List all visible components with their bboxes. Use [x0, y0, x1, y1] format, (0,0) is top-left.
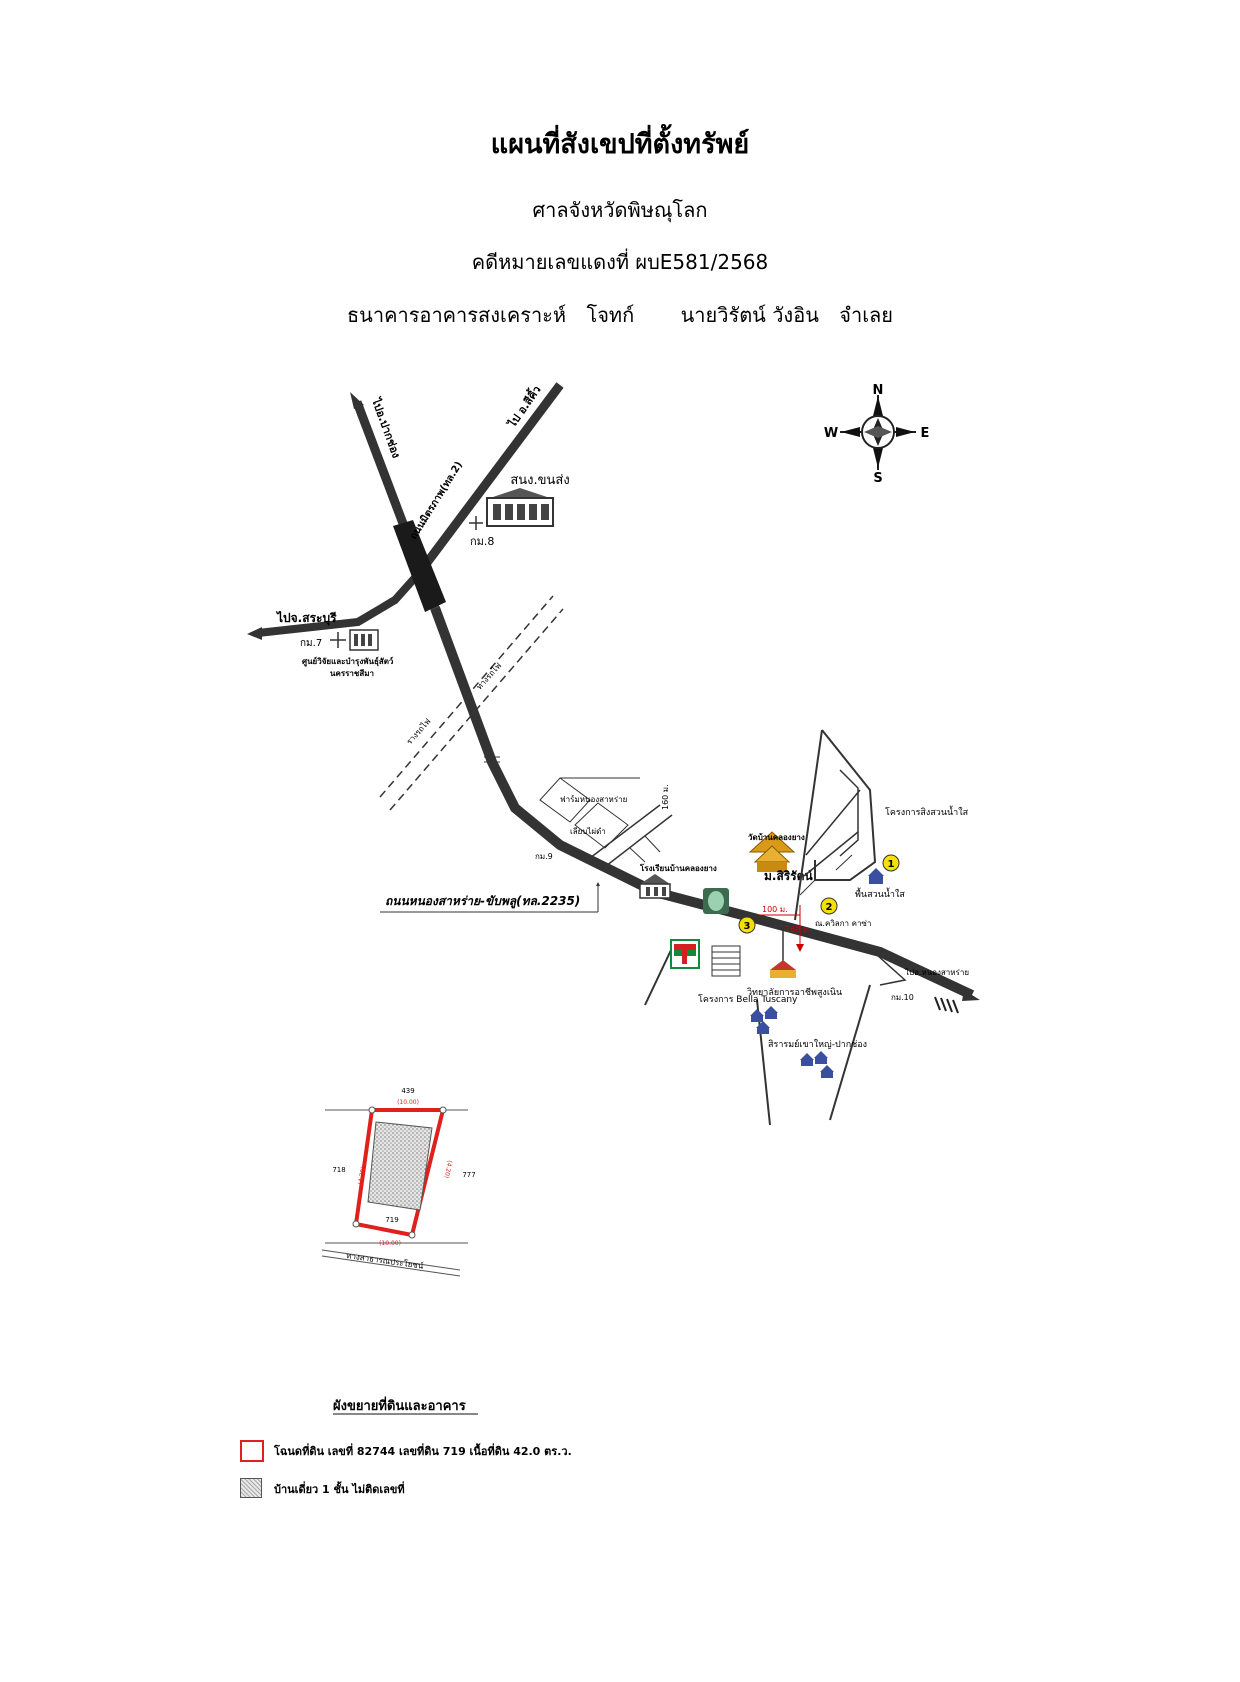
- garden-label: พื้นสวนน้ำใส: [855, 887, 905, 900]
- school-icon: [639, 874, 671, 899]
- marker-3-label: 3: [744, 921, 751, 932]
- dotted-house-swatch: [240, 1478, 262, 1498]
- school-side-road: [589, 804, 673, 867]
- research-center-label-2: นครราชสีมา: [330, 668, 374, 678]
- to-saraburi-label: ไปจ.สระบุรี: [275, 610, 337, 626]
- km8-label: กม.8: [470, 535, 494, 548]
- bella-houses-icon: [750, 1006, 778, 1034]
- km10-label: กม.10: [891, 993, 914, 1002]
- main-roads: [247, 382, 980, 1001]
- marker-1-icon: 1: [882, 854, 900, 872]
- marker-1-label: 1: [888, 859, 895, 870]
- plot-dim-right: (4.20): [443, 1160, 453, 1179]
- case-number: คดีหมายเลขแดงที่ ผบE581/2568: [471, 250, 769, 274]
- siri-houses-icon: [800, 1051, 834, 1078]
- plot-right-number: 777: [462, 1171, 475, 1179]
- defendant-name: นายวิรัตน์ วังอิน: [680, 303, 819, 327]
- marker-2-icon: 2: [820, 897, 838, 915]
- km7-label: กม.7: [300, 638, 322, 649]
- road-2235-label: ถนนหนองสาหร่าย-ขับพลู(ทล.2235): [385, 894, 580, 909]
- plot-lot-number: 719: [385, 1216, 398, 1224]
- parties-line: ธนาคารอาคารสงเคราะห์ โจทก์ นายวิรัตน์ วั…: [0, 299, 1240, 331]
- page-title: แผนที่สังเขปที่ตั้งทรัพย์: [490, 129, 750, 160]
- transport-office-label: สนง.ขนส่ง: [510, 473, 569, 488]
- school-label: โรงเรียนบ้านคลองยาง: [639, 863, 717, 873]
- plot-road-label: ทางสาธารณประโยชน์: [346, 1250, 425, 1271]
- plot-diagram: [321, 1106, 468, 1277]
- court-name: ศาลจังหวัดพิษณุโลก: [532, 198, 708, 222]
- compass-west: W: [824, 426, 838, 441]
- km7-marker-icon: [330, 632, 346, 648]
- plot-left-number: 718: [332, 1166, 345, 1174]
- bella-label: โครงการ Bella Tuscany: [698, 994, 798, 1005]
- defendant-role: จำเลย: [839, 303, 894, 327]
- factory-plot: [539, 777, 640, 849]
- temple-label: วัดบ้านคลองยาง: [748, 832, 805, 842]
- university-label: ม.สิริรัตน์: [764, 869, 813, 883]
- legend-item-deed-text: โฉนดที่ดิน เลขที่ 82744 เลขที่ดิน 719 เน…: [274, 1445, 572, 1458]
- plot-top-number: 439: [401, 1087, 414, 1095]
- dist-160-label: 160 ม.: [785, 925, 811, 934]
- namsai-project-roads: [794, 729, 877, 921]
- rail-crossing-hatch: [934, 996, 959, 1014]
- college-label: วิทยาลัยการอาชีพสูงเนิน: [747, 987, 842, 998]
- red-boundary-swatch: [240, 1440, 264, 1462]
- km9-label: กม.9: [535, 852, 553, 861]
- seven-eleven-icon: [670, 939, 700, 969]
- legend-heading: ผังขยายที่ดินและอาคาร: [333, 1396, 466, 1414]
- km8-marker-icon: [469, 516, 483, 530]
- small-road-label: 160 ม.: [661, 784, 670, 810]
- legend-item-house-text: บ้านเดี่ยว 1 ชั้น ไม่ติดเลขที่: [274, 1483, 405, 1496]
- village-label: เลียบไผ่ดำ: [570, 827, 606, 836]
- store-label: ณ.ควิลกา คาซ่า: [815, 919, 871, 928]
- plot-dim-left: (4.20): [357, 1166, 367, 1185]
- to-nongsarai-label: ไปอ.หนองสาหร่าย: [904, 968, 969, 977]
- factory-label: ฟาร์มหนองสาหร่าย: [560, 794, 627, 804]
- temple-icon: [748, 831, 796, 872]
- plot-dim-top: (10.00): [397, 1099, 419, 1106]
- transport-office-icon: [486, 488, 554, 527]
- house-icon: [868, 868, 884, 884]
- college-icon: [770, 960, 796, 978]
- marker-3-icon: 3: [738, 916, 756, 934]
- research-center-icon: [349, 629, 379, 651]
- railway-label: ทางรถไฟ: [475, 661, 504, 691]
- marker-2-label: 2: [826, 902, 833, 913]
- distance-arrows: [758, 905, 804, 952]
- dist-100-label: 100 ม.: [762, 905, 788, 914]
- rail-track-label: รางรถไฟ: [405, 717, 433, 747]
- university-logo-icon: [703, 888, 729, 914]
- compass-east: E: [921, 426, 930, 441]
- to-sikhio-label: ไป อ.สีคิ้ว: [503, 382, 544, 431]
- compass-south: S: [873, 471, 882, 486]
- shop-row-hatch: [711, 945, 741, 977]
- plaintiff-role: โจทก์: [586, 303, 635, 327]
- project-namsai-label: โครงการสิงสวนน้ำใส: [885, 805, 969, 818]
- research-center-label-1: ศูนย์วิจัยและบำรุงพันธุ์สัตว์: [302, 656, 394, 667]
- plaintiff-name: ธนาคารอาคารสงเคราะห์: [346, 303, 567, 327]
- compass-north: N: [873, 383, 884, 398]
- compass-rose-icon: N S E W: [824, 383, 930, 486]
- siri-pak-label: สิรารมย์เขาใหญ่-ปากช่อง: [768, 1038, 867, 1050]
- plot-dim-bottom: (10.00): [379, 1240, 401, 1247]
- southern-roads: [644, 930, 907, 1126]
